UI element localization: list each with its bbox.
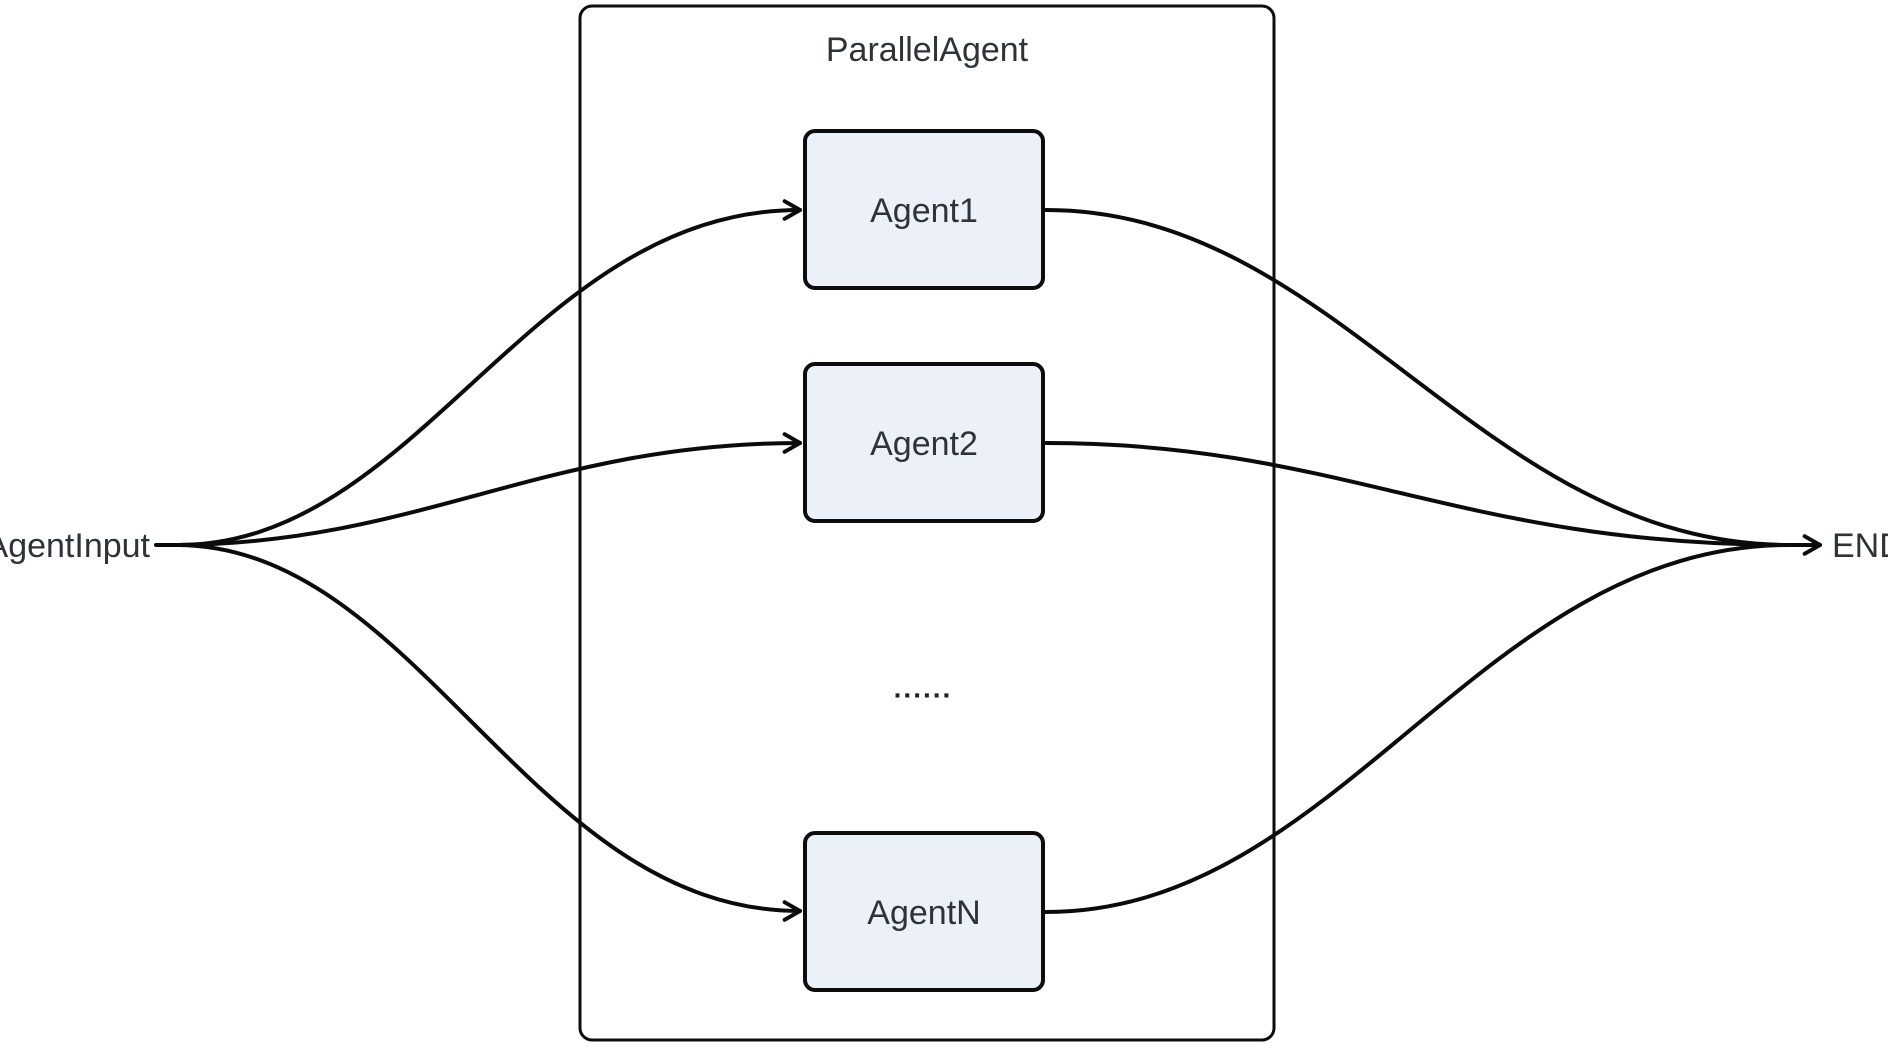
cluster-title: ParallelAgent <box>826 31 1029 69</box>
edge-agent1-to-end <box>1044 208 1792 547</box>
node-agent1-box <box>803 129 1045 290</box>
node-agent2-label: Agent2 <box>870 425 978 463</box>
node-agentn-box <box>803 831 1045 992</box>
node-agent2: Agent2 <box>803 362 1045 523</box>
ellipsis-label: ...... <box>894 673 953 704</box>
edge-input-to-agent1 <box>176 199 802 547</box>
node-agent1: Agent1 <box>803 129 1045 290</box>
end-node-label: END <box>1832 527 1888 565</box>
node-agent2-box <box>803 362 1045 523</box>
start-node-label: AgentInput <box>0 527 151 565</box>
edge-input-to-agentn <box>176 543 802 922</box>
node-agent1-label: Agent1 <box>870 192 978 230</box>
edge-input-to-agent2 <box>176 432 802 547</box>
edge-agent2-to-end <box>1044 441 1792 547</box>
node-agentn: AgentN <box>803 831 1045 992</box>
edge-agentn-to-end <box>1044 543 1792 914</box>
node-agentn-label: AgentN <box>867 894 980 932</box>
